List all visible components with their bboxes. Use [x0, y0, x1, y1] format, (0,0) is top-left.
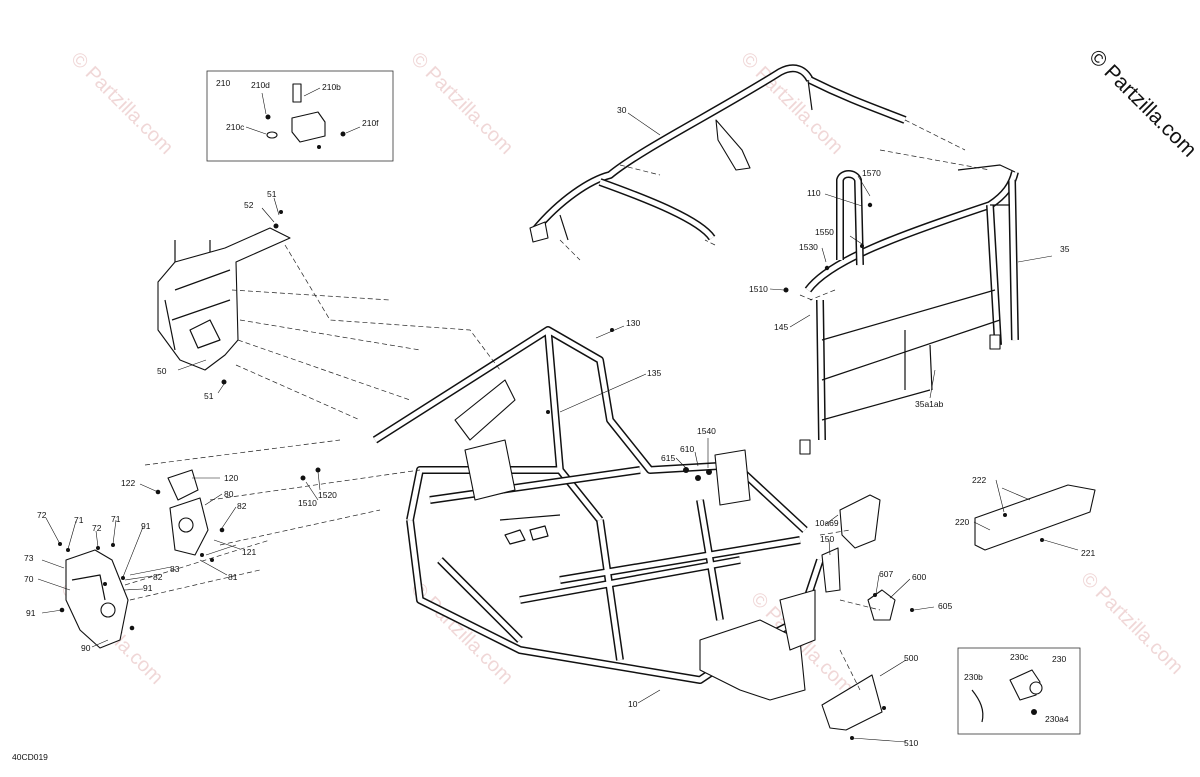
dashed-leaders — [124, 119, 991, 691]
callout-220: 220 — [955, 517, 969, 527]
mount-120 — [167, 469, 199, 501]
callout-83: 83 — [170, 564, 180, 574]
watermark: © Partzilla.com — [66, 48, 177, 159]
callout-500: 500 — [904, 653, 918, 663]
callout-230: 230 — [1052, 654, 1066, 664]
callout-605: 605 — [938, 601, 952, 611]
callout-71b: 71 — [111, 514, 121, 524]
callout-120: 120 — [224, 473, 238, 483]
callout-122: 122 — [121, 478, 135, 488]
callout-210c: 210c — [226, 122, 245, 132]
callout-35: 35 — [1060, 244, 1070, 254]
bracket-10a69 — [839, 494, 881, 549]
callout-210b: 210b — [322, 82, 341, 92]
pin-210b — [292, 83, 302, 103]
callout-210d: 210d — [251, 80, 270, 90]
callout-52: 52 — [244, 200, 254, 210]
callout-121: 121 — [242, 547, 256, 557]
callout-91b: 91 — [143, 583, 153, 593]
callout-labels: 210 210d 210b 210c 210f 51 52 50 51 30 1… — [24, 78, 1095, 748]
callout-130: 130 — [626, 318, 640, 328]
callout-72b: 72 — [92, 523, 102, 533]
callout-1520: 1520 — [318, 490, 337, 500]
grab-handle-110 — [783, 170, 873, 293]
part-600 — [867, 589, 896, 621]
callout-230c: 230c — [1010, 652, 1029, 662]
callout-600: 600 — [912, 572, 926, 582]
inset-210 — [206, 70, 394, 162]
callout-90: 90 — [81, 643, 91, 653]
callout-30: 30 — [617, 105, 627, 115]
right-parts — [821, 484, 1096, 740]
callout-71: 71 — [74, 515, 84, 525]
bracket-210 — [291, 111, 326, 143]
watermark-layer: © Partzilla.com © Partzilla.com © Partzi… — [56, 48, 1187, 699]
front-mount-10 — [699, 619, 806, 701]
callout-51: 51 — [267, 189, 277, 199]
callout-221: 221 — [1081, 548, 1095, 558]
copyright-text: © Partzilla.com — [1084, 45, 1200, 161]
foot-35-right — [989, 334, 1001, 350]
foot-30-left — [529, 221, 549, 243]
watermark: © Partzilla.com — [406, 48, 517, 159]
callout-81: 81 — [228, 572, 238, 582]
bumper-220 — [974, 484, 1096, 551]
callout-607: 607 — [879, 569, 893, 579]
callout-230a4: 230a4 — [1045, 714, 1069, 724]
callout-82: 82 — [237, 501, 247, 511]
main-frame-10 — [372, 326, 824, 701]
mount-90 — [65, 549, 129, 649]
callout-10a69: 10a69 — [815, 518, 839, 528]
callout-1540: 1540 — [697, 426, 716, 436]
plate-150 — [821, 547, 841, 593]
callout-91: 91 — [141, 521, 151, 531]
nut-210 — [317, 145, 321, 149]
plate-500 — [821, 674, 883, 731]
bumper-50 — [157, 210, 291, 385]
callout-230b: 230b — [964, 672, 983, 682]
callout-80: 80 — [224, 489, 234, 499]
callout-35a1ab: 35a1ab — [915, 399, 944, 409]
callout-145: 145 — [774, 322, 788, 332]
callout-1530: 1530 — [799, 242, 818, 252]
callout-leaders — [37, 112, 1079, 743]
callout-510: 510 — [904, 738, 918, 748]
inset-210-border — [206, 70, 394, 162]
callout-210: 210 — [216, 78, 230, 88]
inset-230-border — [957, 647, 1081, 735]
callout-135: 135 — [647, 368, 661, 378]
callout-1510a: 1510 — [749, 284, 768, 294]
diagram-code: 40CD019 — [12, 752, 48, 762]
callout-91c: 91 — [26, 608, 36, 618]
callout-82b: 82 — [153, 572, 163, 582]
inset-230 — [957, 647, 1081, 735]
callout-70: 70 — [24, 574, 34, 584]
callout-222: 222 — [972, 475, 986, 485]
callout-10: 10 — [628, 699, 638, 709]
callout-615: 615 — [661, 453, 675, 463]
center-fasteners — [300, 328, 712, 481]
callout-1510b: 1510 — [298, 498, 317, 508]
clip-210c — [266, 131, 278, 139]
callout-50: 50 — [157, 366, 167, 376]
rear-cage-35 — [799, 164, 1019, 455]
inset-210-leaders — [245, 87, 361, 135]
callout-1570: 1570 — [862, 168, 881, 178]
callout-150: 150 — [820, 534, 834, 544]
callout-610: 610 — [680, 444, 694, 454]
callout-72: 72 — [37, 510, 47, 520]
left-mounts — [58, 469, 225, 649]
callout-110: 110 — [807, 188, 821, 198]
bolt-210d — [265, 114, 271, 120]
callout-73: 73 — [24, 553, 34, 563]
watermark: © Partzilla.com — [1076, 568, 1187, 679]
callout-51b: 51 — [204, 391, 214, 401]
foot-35-left — [799, 439, 811, 455]
front-cage-30 — [529, 64, 907, 243]
gusset-30 — [715, 119, 751, 171]
callout-210f: 210f — [362, 118, 379, 128]
nut-210f — [340, 131, 346, 137]
callout-1550: 1550 — [815, 227, 834, 237]
